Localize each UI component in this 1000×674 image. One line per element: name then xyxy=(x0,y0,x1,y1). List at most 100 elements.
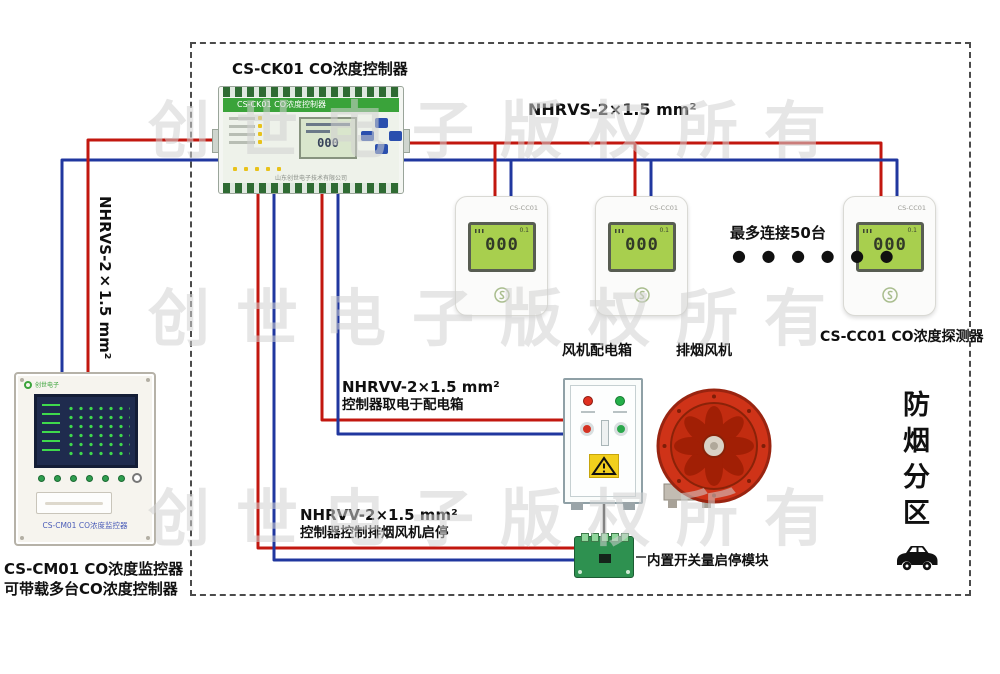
module-chip xyxy=(599,554,611,563)
cable-desc-text: 控制器取电于配电箱 xyxy=(342,397,464,413)
status-led-row xyxy=(229,116,399,120)
monitor-caption-line1: CS-CM01 CO浓度监控器 xyxy=(4,560,184,578)
screen-text-lines xyxy=(42,404,60,458)
car-icon xyxy=(897,546,938,571)
cable-label-nhrvv-power: NHRVV-2×1.5 mm² 控制器取电于配电箱 xyxy=(342,378,500,414)
detector-lcd: 0.1 000 xyxy=(468,222,536,272)
cable-label-nhrvs-left: NHRVS-2×1.5 mm² xyxy=(96,196,114,360)
indicator-label xyxy=(613,411,627,413)
distbox-panel xyxy=(570,385,636,497)
monitor-screen xyxy=(34,394,138,468)
status-led-row xyxy=(229,132,399,136)
module-caption: 内置开关量启停模块 xyxy=(647,553,769,569)
wire-blue-detector-bus xyxy=(404,158,899,196)
screw xyxy=(20,536,24,540)
stop-button xyxy=(580,422,594,436)
terminal-strip-bottom xyxy=(223,183,399,193)
start-button xyxy=(614,422,628,436)
box-leg xyxy=(571,502,583,510)
output-led-row xyxy=(233,167,281,171)
mounting-ear xyxy=(403,129,410,153)
detector-model-text: CS-CC01 xyxy=(649,204,678,212)
co-monitor-device: 创世电子 CS-CM01 CO浓度监控器 xyxy=(14,372,156,546)
brand-logo-icon xyxy=(633,287,650,303)
brand-logo-icon xyxy=(493,287,510,303)
detector-model-text: CS-CC01 xyxy=(897,204,926,212)
fanbox-caption: 风机配电箱 xyxy=(562,343,632,359)
indicator-label xyxy=(581,411,595,413)
screw xyxy=(146,536,150,540)
wire-blue-controller-distbox xyxy=(336,194,563,436)
module-screw xyxy=(578,570,582,574)
ellipsis-dots: ● ● ● ● ● ● xyxy=(732,246,899,265)
brand-logo: 创世电子 xyxy=(24,380,59,389)
wire-red-controller-module xyxy=(256,194,574,550)
zone-label: 防烟分区 xyxy=(898,390,929,534)
controller-lcd: 000 xyxy=(299,117,357,159)
box-leg xyxy=(623,502,635,510)
indicator-light-red xyxy=(583,396,593,406)
led-grid xyxy=(66,404,130,458)
lcd-small-value: 0.1 xyxy=(907,227,917,234)
detector-caption: CS-CC01 CO浓度探测器 xyxy=(820,329,984,345)
brand-text: 创世电子 xyxy=(35,382,60,389)
monitor-caption-line2: 可带载多台CO浓度控制器 xyxy=(4,580,178,598)
controller-header: CS-CK01 CO浓度控制器 xyxy=(223,98,399,112)
printer-slot xyxy=(36,492,112,514)
co-detector-2: CS-CC01 0.1 000 xyxy=(595,196,688,316)
detector-lcd: 0.1 000 xyxy=(608,222,676,272)
left-button xyxy=(361,131,374,141)
module-screw xyxy=(626,570,630,574)
brand-logo-icon xyxy=(881,287,898,303)
up-button xyxy=(375,118,388,128)
lcd-small-value: 0.1 xyxy=(519,227,529,234)
lcd-reading: 000 xyxy=(625,235,659,255)
cable-desc-text: 控制器控制排烟风机启停 xyxy=(300,525,449,541)
cable-type-text: NHRVV-2×1.5 mm² xyxy=(342,378,500,396)
mounting-ear xyxy=(212,129,219,153)
monitor-caption: CS-CM01 CO浓度监控器 可带载多台CO浓度控制器 xyxy=(4,559,183,599)
detector-model-text: CS-CC01 xyxy=(509,204,538,212)
screw xyxy=(146,378,150,382)
lcd-reading: 000 xyxy=(873,235,907,255)
co-detector-1: CS-CC01 0.1 000 xyxy=(455,196,548,316)
module-terminals xyxy=(581,533,629,542)
panel-meter xyxy=(601,420,609,446)
lcd-value: 000 xyxy=(317,136,339,150)
cable-label-nhrvv-control: NHRVV-2×1.5 mm² 控制器控制排烟风机启停 xyxy=(300,506,458,542)
keyhole xyxy=(132,473,142,483)
screw xyxy=(20,378,24,382)
controller-title: CS-CK01 CO浓度控制器 xyxy=(232,60,408,78)
fan-caption: 排烟风机 xyxy=(676,343,732,359)
wire-blue-controller-module xyxy=(272,194,574,562)
lcd-text-line xyxy=(306,123,350,126)
wire-red-monitor-controller xyxy=(86,138,218,372)
indicator-light-green xyxy=(615,396,625,406)
detector-lcd: 0.1 000 xyxy=(856,222,924,272)
status-led-row xyxy=(229,124,399,128)
co-controller-device: CS-CK01 CO浓度控制器 000 山东创世电子技术有限公司 xyxy=(212,86,410,194)
signal-bars-icon xyxy=(615,228,625,233)
max-connect-label: 最多连接50台 xyxy=(730,224,826,242)
switch-module xyxy=(574,533,634,578)
signal-bars-icon xyxy=(475,228,485,233)
down-button xyxy=(375,144,388,154)
lcd-reading: 000 xyxy=(485,235,519,255)
right-button xyxy=(389,131,402,141)
warning-sticker xyxy=(589,454,619,478)
exhaust-fan xyxy=(656,388,772,508)
system-boundary xyxy=(190,42,971,596)
signal-bars-icon xyxy=(863,228,873,233)
terminal-strip-top xyxy=(223,87,399,97)
monitor-device-label: CS-CM01 CO浓度监控器 xyxy=(42,521,128,530)
wire-red-detector-bus xyxy=(404,141,883,196)
lcd-small-value: 0.1 xyxy=(659,227,669,234)
fan-distribution-box xyxy=(563,378,643,510)
controller-panel: 000 山东创世电子技术有限公司 xyxy=(223,112,402,183)
brand-logo-icon xyxy=(24,380,32,389)
wire-blue-monitor-controller xyxy=(60,158,218,372)
wire-red-controller-distbox xyxy=(320,194,563,422)
status-led-row xyxy=(229,140,399,144)
